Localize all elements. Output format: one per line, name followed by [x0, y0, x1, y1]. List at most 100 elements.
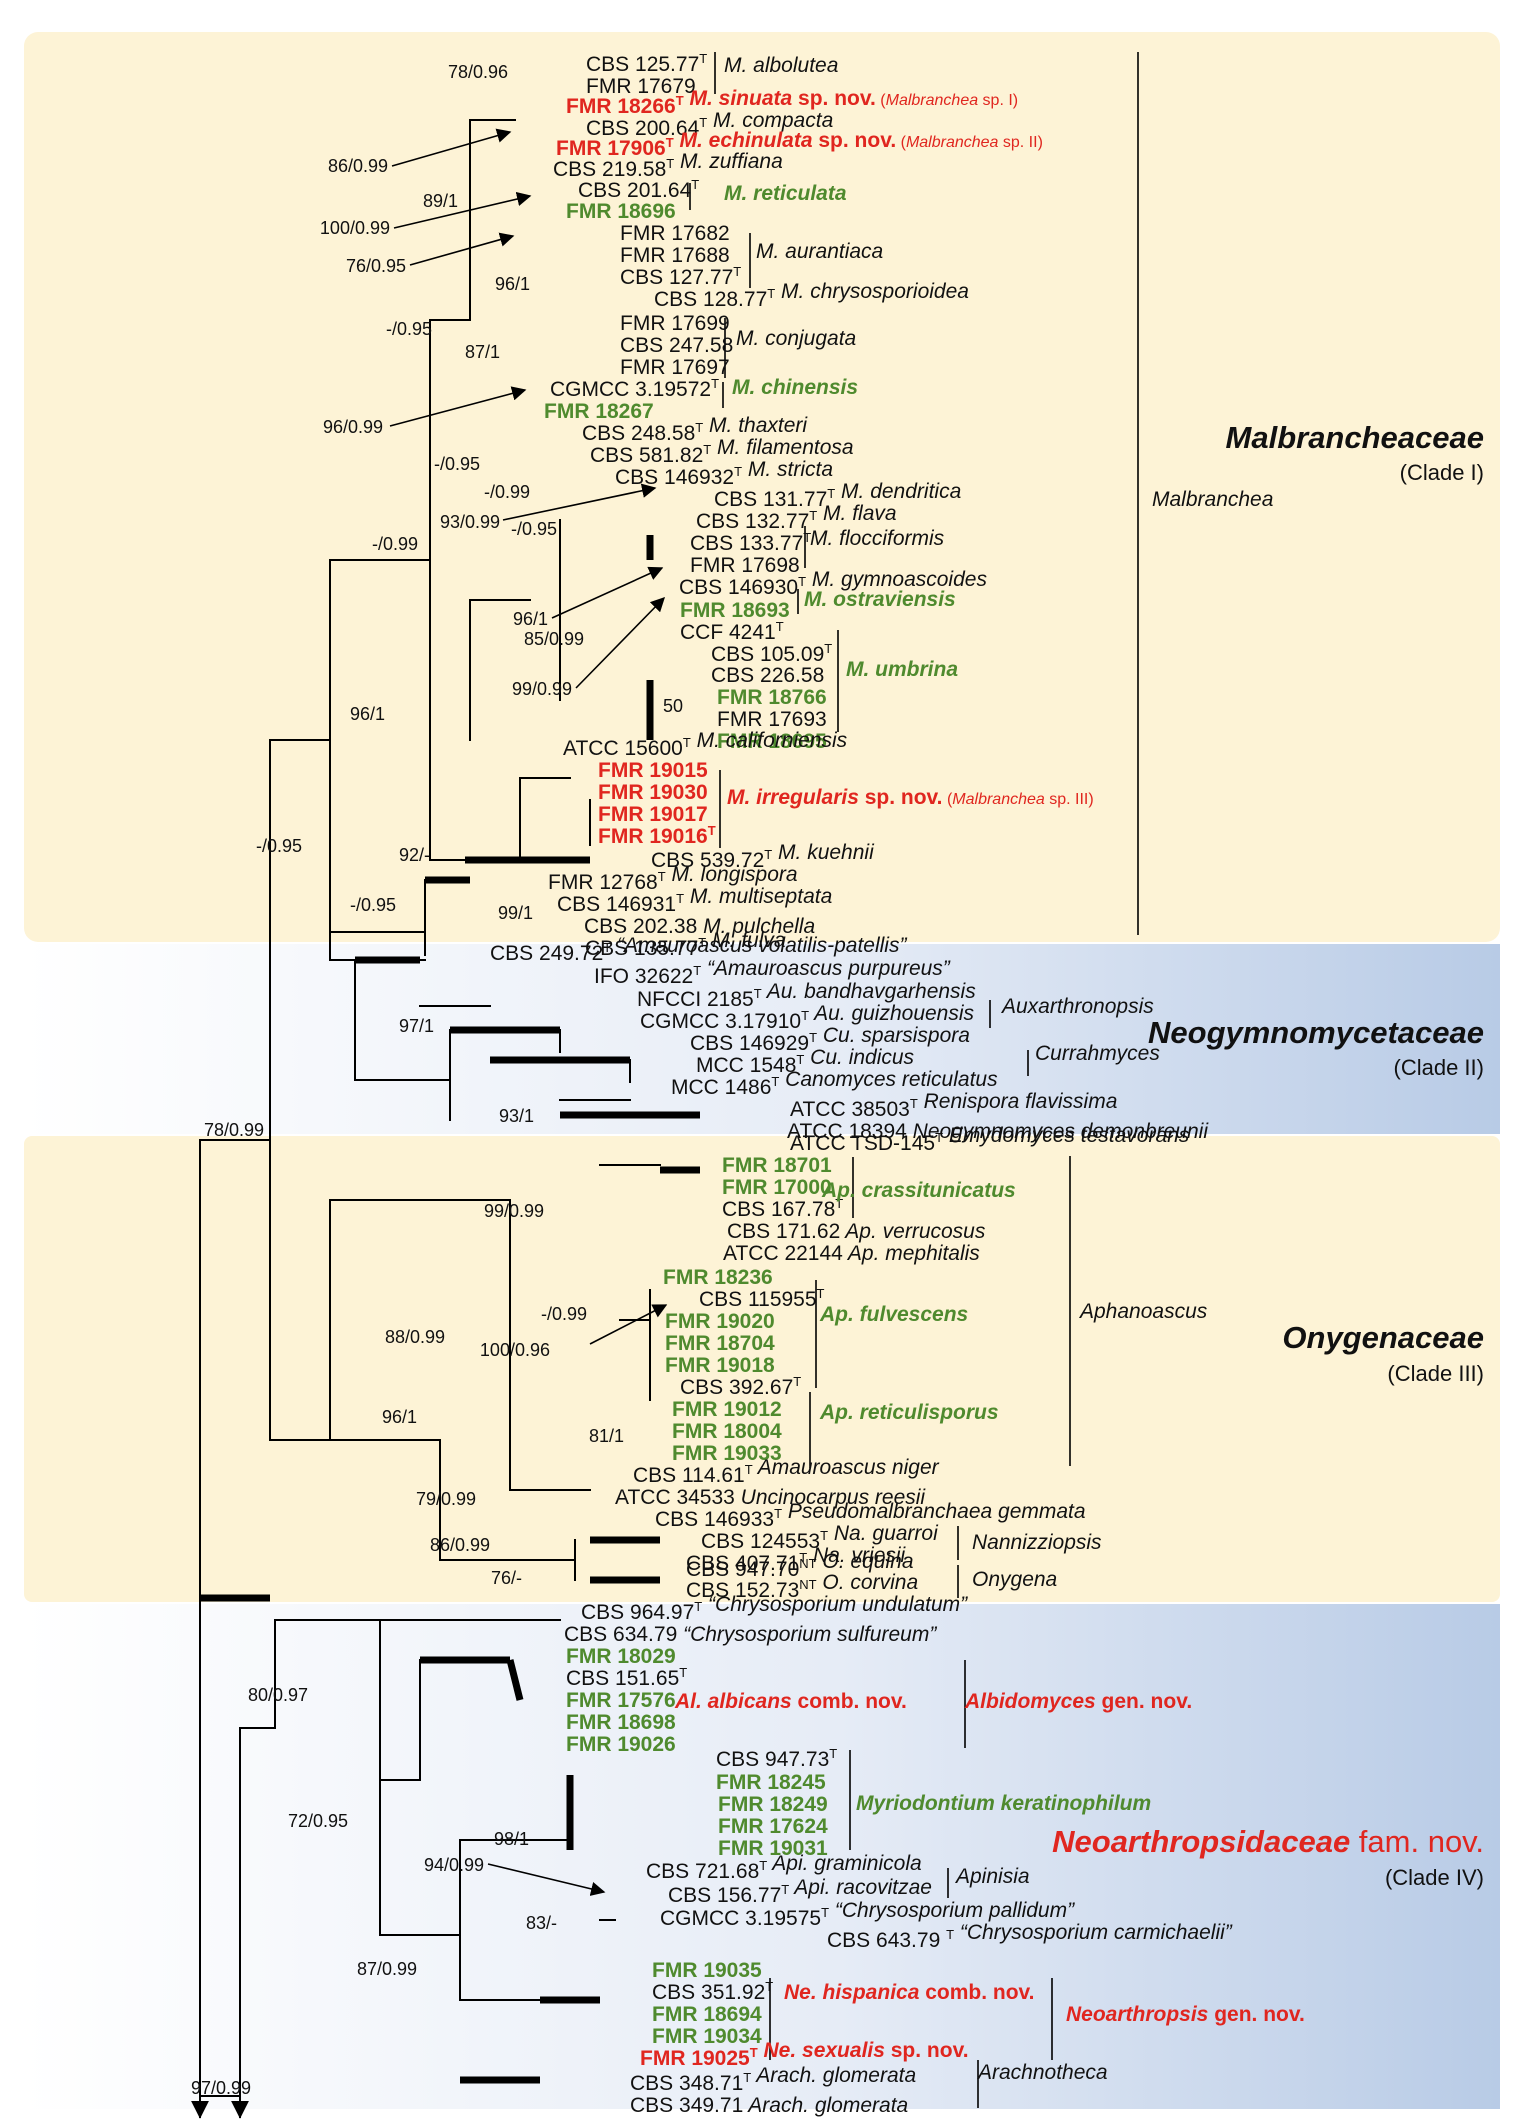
taxon-label: CBS 105.09T — [711, 641, 832, 666]
taxon-label: CGMCC 3.17910T Au. guizhouensis — [640, 1002, 975, 1033]
taxon-label: FMR 19025T Ne. sexualis sp. nov. — [640, 2039, 969, 2070]
support-value: -/0.99 — [372, 534, 418, 554]
taxon-label: CBS 146932T M. stricta — [615, 458, 833, 489]
taxon-label: CBS 407.71T Na. vriesii — [686, 1544, 907, 1575]
support-arrow — [551, 566, 664, 619]
support-value: 96/1 — [495, 274, 530, 294]
support-value: 72/0.95 — [288, 1811, 348, 1831]
taxon-label: ATCC 15600T M. californiensis — [563, 729, 848, 760]
species-label: M. chinensis — [732, 376, 858, 399]
taxon-label: FMR 17679 — [586, 75, 696, 98]
genus-apinisia: Apinisia — [954, 1865, 1030, 1888]
family-panel-1 — [24, 32, 1500, 942]
taxon-label: CBS 201.64T — [578, 177, 699, 202]
support-value: 89/1 — [423, 191, 458, 211]
taxon-label: CBS 124553T Na. guarroi — [701, 1522, 939, 1553]
taxon-label: CGMCC 3.19575T “Chrysosporium pallidum” — [660, 1899, 1075, 1930]
support-value: 50 — [663, 696, 683, 716]
taxon-label: CBS 219.58T M. zuffiana — [553, 150, 783, 181]
taxon-label: FMR 18695 — [717, 730, 827, 753]
species-label: Ap. reticulisporus — [819, 1401, 999, 1424]
taxon-label: CBS 128.77T M. chrysosporioidea — [654, 280, 969, 311]
taxon-label: FMR 18704 — [665, 1332, 775, 1355]
tree-branches — [191, 119, 661, 2119]
taxon-label: CBS 247.58 — [620, 334, 733, 357]
taxon-label: CBS 171.62 Ap. verrucosus — [727, 1220, 986, 1243]
support-value: 96/0.99 — [323, 417, 383, 437]
support-value: 83/- — [526, 1913, 557, 1933]
family-clade-1: (Clade I) — [1400, 460, 1484, 485]
taxon-label: FMR 17699 — [620, 312, 730, 335]
species-label: M. albolutea — [724, 54, 838, 77]
taxon-label: CBS 146929T Cu. sparsispora — [690, 1024, 970, 1055]
taxon-label: FMR 17624 — [718, 1815, 828, 1838]
taxon-label: NFCCI 2185T Au. bandhavgarhensis — [637, 980, 976, 1011]
genus-nannizziopsis: Nannizziopsis — [972, 1531, 1102, 1554]
taxon-label: FMR 19033 — [672, 1442, 782, 1465]
support-value: 76/0.95 — [346, 256, 406, 276]
support-arrow — [409, 232, 515, 266]
species-label: Al. albicans comb. nov. — [674, 1690, 907, 1713]
support-value: 81/1 — [589, 1426, 624, 1446]
species-label: Albidomyces gen. nov. — [964, 1690, 1192, 1713]
taxon-label: CBS 151.65T — [566, 1665, 687, 1690]
taxon-label: FMR 17697 — [620, 356, 730, 379]
taxon-label: CBS 200.64T M. compacta — [586, 109, 833, 140]
family-clade-3: (Clade III) — [1387, 1361, 1484, 1386]
taxon-label: ATCC 38503T Renispora flavissima — [790, 1090, 1117, 1121]
taxon-label: FMR 18693 — [680, 599, 790, 622]
taxon-label: CBS 634.79 “Chrysosporium sulfureum” — [564, 1623, 937, 1646]
support-arrows — [389, 128, 668, 1896]
taxon-label: CBS 947.70NT O. equina — [686, 1550, 914, 1581]
taxon-label: FMR 18701 — [722, 1154, 832, 1177]
taxon-label: FMR 18696 — [566, 200, 676, 223]
family-name-4: Neoarthropsidaceae fam. nov. — [1052, 1824, 1484, 1859]
taxon-label: CGMCC 3.19572T — [550, 376, 719, 401]
taxon-label: FMR 18029 — [566, 1645, 676, 1668]
support-arrow — [502, 483, 657, 521]
taxon-label: FMR 19017 — [598, 803, 708, 826]
support-value: 96/1 — [350, 704, 385, 724]
species-label: M. conjugata — [736, 327, 856, 350]
taxon-label: CBS 947.73T — [716, 1746, 837, 1771]
taxon-label: CBS 146930T M. gymnoascoides — [679, 568, 987, 599]
support-value: 86/0.99 — [328, 156, 388, 176]
taxon-label: FMR 19034 — [652, 2025, 762, 2048]
branch — [506, 1659, 524, 1701]
taxon-label: FMR 12768T M. longispora — [548, 863, 798, 894]
taxon-label: MCC 1548T Cu. indicus — [696, 1046, 915, 1077]
support-arrow — [389, 386, 527, 427]
species-label: M. umbrina — [846, 658, 958, 681]
taxon-label: CBS 964.97T “Chrysosporium undulatum” — [581, 1593, 968, 1624]
support-value: 99/0.99 — [484, 1201, 544, 1221]
family-panel-4 — [24, 1604, 1500, 2109]
tree-thick-branches — [200, 535, 700, 2084]
taxon-label: FMR 18004 — [672, 1420, 782, 1443]
taxon-label: CBS 581.82T M. filamentosa — [590, 436, 854, 467]
taxon-label: CBS 146933T Pseudomalbranchaea gemmata — [655, 1500, 1086, 1531]
taxon-label: CBS 643.79 T “Chrysosporium carmichaelii… — [827, 1921, 1233, 1952]
species-label: M. flocciformis — [810, 527, 945, 550]
support-value: 96/1 — [513, 609, 548, 629]
taxon-label: CBS 348.71T Arach. glomerata — [630, 2064, 916, 2095]
taxon-label: CBS 249.72T “Amauroascus volatilis-patel… — [490, 934, 907, 965]
taxon-label: FMR 18698 — [566, 1711, 676, 1734]
genus-aphanoascus: Aphanoascus — [1078, 1300, 1208, 1323]
support-value: 86/0.99 — [430, 1535, 490, 1555]
taxon-label: FMR 18694 — [652, 2003, 762, 2026]
taxon-label: FMR 17698 — [690, 554, 800, 577]
support-value: 99/1 — [498, 903, 533, 923]
support-value: 98/1 — [494, 1829, 529, 1849]
taxon-label: CBS 133.77T — [690, 530, 811, 555]
support-value: 100/0.96 — [480, 1340, 550, 1360]
support-value: 76/- — [491, 1568, 522, 1588]
taxon-label: CBS 349.71 Arach. glomerata — [630, 2094, 908, 2117]
taxon-label: FMR 19026 — [566, 1733, 676, 1756]
taxon-label: FMR 17576 — [566, 1689, 676, 1712]
support-arrow — [487, 1863, 606, 1896]
taxon-label: FMR 19016T — [598, 823, 716, 848]
support-arrow — [575, 596, 666, 689]
